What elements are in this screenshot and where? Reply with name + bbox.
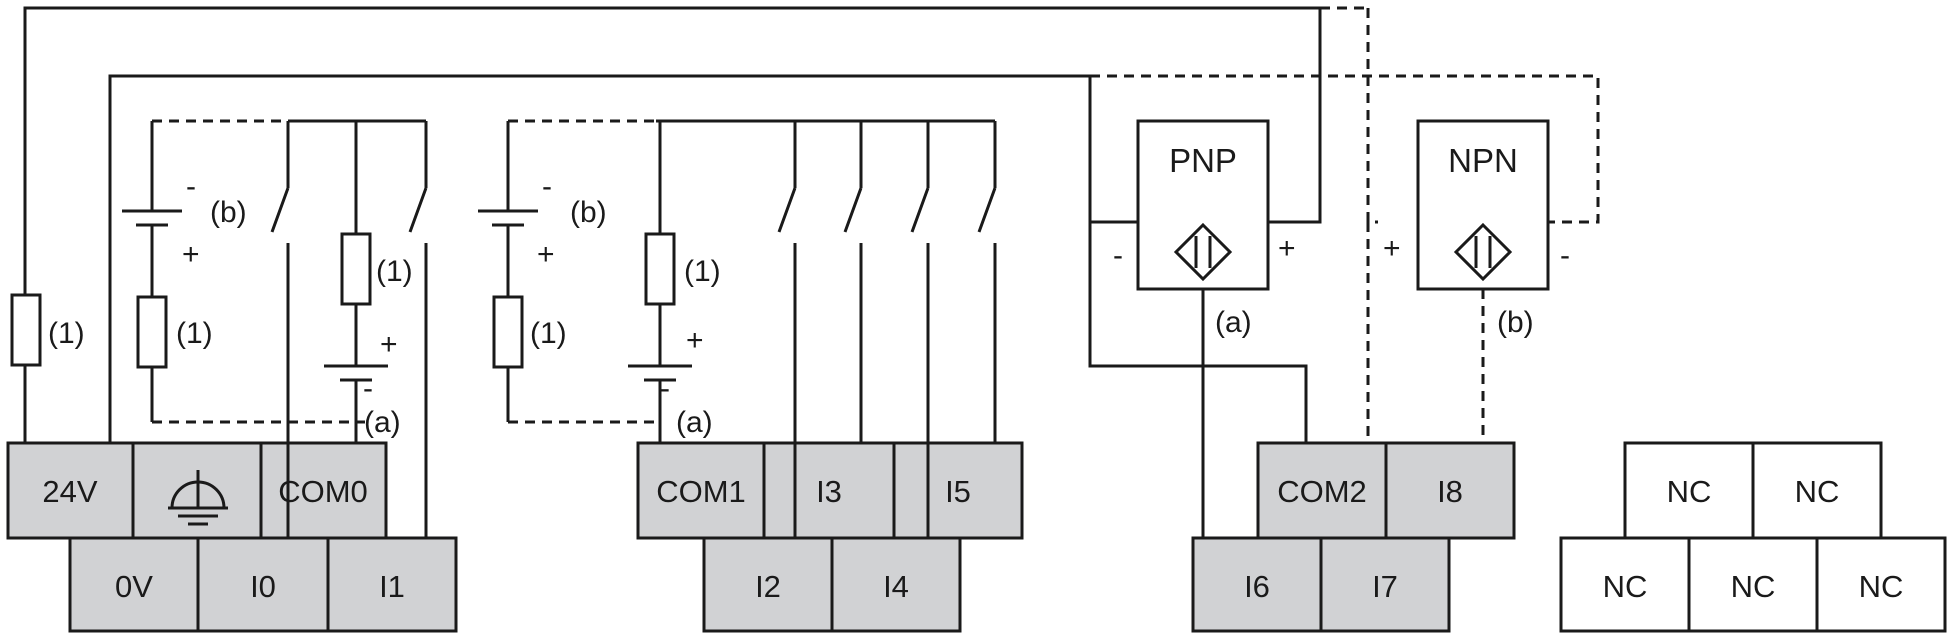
label-24v: 24V bbox=[42, 474, 97, 509]
label-i8: I8 bbox=[1437, 474, 1463, 509]
npn-minus: - bbox=[1560, 239, 1570, 272]
terminal-com2 bbox=[1256, 441, 1388, 540]
wires-top-bus bbox=[23, 6, 1600, 443]
pnp-note: (a) bbox=[1215, 306, 1252, 339]
label-nc-bottom-1: NC bbox=[1603, 569, 1648, 604]
protective-earth-icon bbox=[168, 470, 228, 526]
g2-bat-b-note: (b) bbox=[570, 196, 607, 229]
g1-fuse-a-label: (1) bbox=[376, 255, 413, 288]
g2-bat-a-note: (a) bbox=[676, 406, 713, 439]
terminal-com1 bbox=[636, 441, 766, 540]
terminal-block-2 bbox=[636, 441, 1024, 633]
terminal-i3 bbox=[762, 441, 896, 540]
terminal-nc-bottom-2 bbox=[1687, 536, 1819, 633]
npn-label: NPN bbox=[1448, 142, 1518, 179]
terminal-i6 bbox=[1191, 536, 1323, 633]
fuse-b1 bbox=[136, 295, 168, 369]
g2-bat-b-minus: - bbox=[542, 170, 552, 203]
g2-bat-a-minus: - bbox=[660, 372, 670, 405]
label-i4: I4 bbox=[883, 569, 909, 604]
terminal-nc-bottom-3 bbox=[1815, 536, 1947, 633]
npn-note: (b) bbox=[1497, 306, 1534, 339]
proximity-sensor-icon bbox=[1173, 222, 1233, 282]
g1-bat-b-plus: + bbox=[182, 238, 200, 271]
g2-fuse-b-label: (1) bbox=[530, 317, 567, 350]
label-0v: 0V bbox=[115, 569, 153, 604]
pnp-minus: - bbox=[1113, 239, 1123, 272]
input-group-2-wiring bbox=[478, 119, 997, 538]
proximity-sensor-icon bbox=[1453, 222, 1513, 282]
terminal-nc-top-2 bbox=[1751, 441, 1883, 540]
label-com0: COM0 bbox=[278, 474, 368, 509]
g1-bat-a-minus: - bbox=[363, 372, 373, 405]
g1-bat-b-minus: - bbox=[186, 170, 196, 203]
terminal-block-3 bbox=[1191, 441, 1516, 633]
label-nc-top-1: NC bbox=[1667, 474, 1712, 509]
fuse-a1 bbox=[340, 232, 372, 306]
terminal-i1 bbox=[326, 536, 458, 633]
g1-bat-a-note: (a) bbox=[364, 406, 401, 439]
pnp-label: PNP bbox=[1169, 142, 1237, 179]
fuse-a2 bbox=[644, 232, 676, 306]
terminal-nc-bottom-1 bbox=[1559, 536, 1691, 633]
g2-fuse-a-label: (1) bbox=[684, 255, 721, 288]
g1-bat-b-note: (b) bbox=[210, 196, 247, 229]
label-i2: I2 bbox=[755, 569, 781, 604]
label-i5: I5 bbox=[945, 474, 971, 509]
fuse-24v bbox=[10, 293, 42, 367]
g2-bat-a-plus: + bbox=[686, 324, 704, 357]
label-com1: COM1 bbox=[656, 474, 746, 509]
pnp-plus: + bbox=[1278, 232, 1296, 265]
label-nc-bottom-3: NC bbox=[1859, 569, 1904, 604]
terminal-nc-top-1 bbox=[1623, 441, 1755, 540]
npn-plus: + bbox=[1383, 232, 1401, 265]
label-nc-bottom-2: NC bbox=[1731, 569, 1776, 604]
input-group-1-wiring bbox=[10, 119, 428, 538]
label-i1: I1 bbox=[379, 569, 405, 604]
label-i3: I3 bbox=[816, 474, 842, 509]
g1-bat-a-plus: + bbox=[380, 328, 398, 361]
fuse-24v-label: (1) bbox=[48, 317, 85, 350]
fuse-b2 bbox=[492, 295, 524, 369]
terminal-i0 bbox=[196, 536, 330, 633]
terminal-i4 bbox=[830, 536, 962, 633]
npn-sensor bbox=[1416, 119, 1550, 443]
label-i0: I0 bbox=[250, 569, 276, 604]
terminal-24v bbox=[6, 441, 135, 540]
label-com2: COM2 bbox=[1277, 474, 1367, 509]
pnp-sensor bbox=[1136, 119, 1270, 538]
terminal-i7 bbox=[1319, 536, 1451, 633]
g2-bat-b-plus: + bbox=[537, 238, 555, 271]
terminal-block-1 bbox=[6, 441, 458, 633]
label-i7: I7 bbox=[1372, 569, 1398, 604]
label-nc-top-2: NC bbox=[1795, 474, 1840, 509]
label-i6: I6 bbox=[1244, 569, 1270, 604]
terminal-i2 bbox=[702, 536, 834, 633]
g1-fuse-b-label: (1) bbox=[176, 317, 213, 350]
terminal-block-nc bbox=[1559, 441, 1947, 633]
